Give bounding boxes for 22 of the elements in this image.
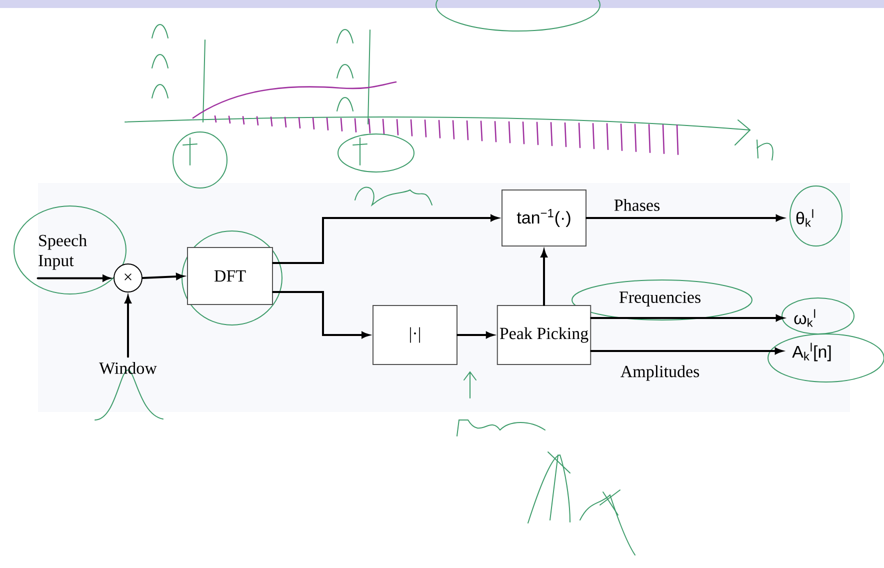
edge-label: Amplitudes: [619, 364, 701, 382]
process-box: |·|: [372, 305, 458, 365]
arrow: [124, 296, 132, 358]
arrow: [586, 214, 784, 222]
edge-label: Phases: [612, 198, 662, 212]
arrow: [36, 274, 110, 282]
arrow: [272, 214, 498, 264]
edge-label: Frequencies: [618, 290, 702, 308]
io-label: θ$_{k}$l: [796, 209, 814, 227]
process-box: tan$^{−1}$(·): [502, 190, 586, 246]
arrow: [142, 273, 184, 280]
io-label: ω$_{k}$l: [794, 309, 816, 327]
io-label: A$_{k}$$^{l}$[n]: [792, 342, 831, 362]
io-label: Speech Input: [38, 234, 87, 270]
arrow: [540, 250, 548, 306]
arrow: [590, 348, 783, 354]
io-label: Window: [99, 362, 157, 374]
process-box: Peak Picking: [496, 305, 592, 365]
arrow: [272, 291, 370, 338]
arrow: [590, 314, 784, 322]
arrow: [456, 332, 494, 338]
process-box: DFT: [187, 247, 273, 305]
